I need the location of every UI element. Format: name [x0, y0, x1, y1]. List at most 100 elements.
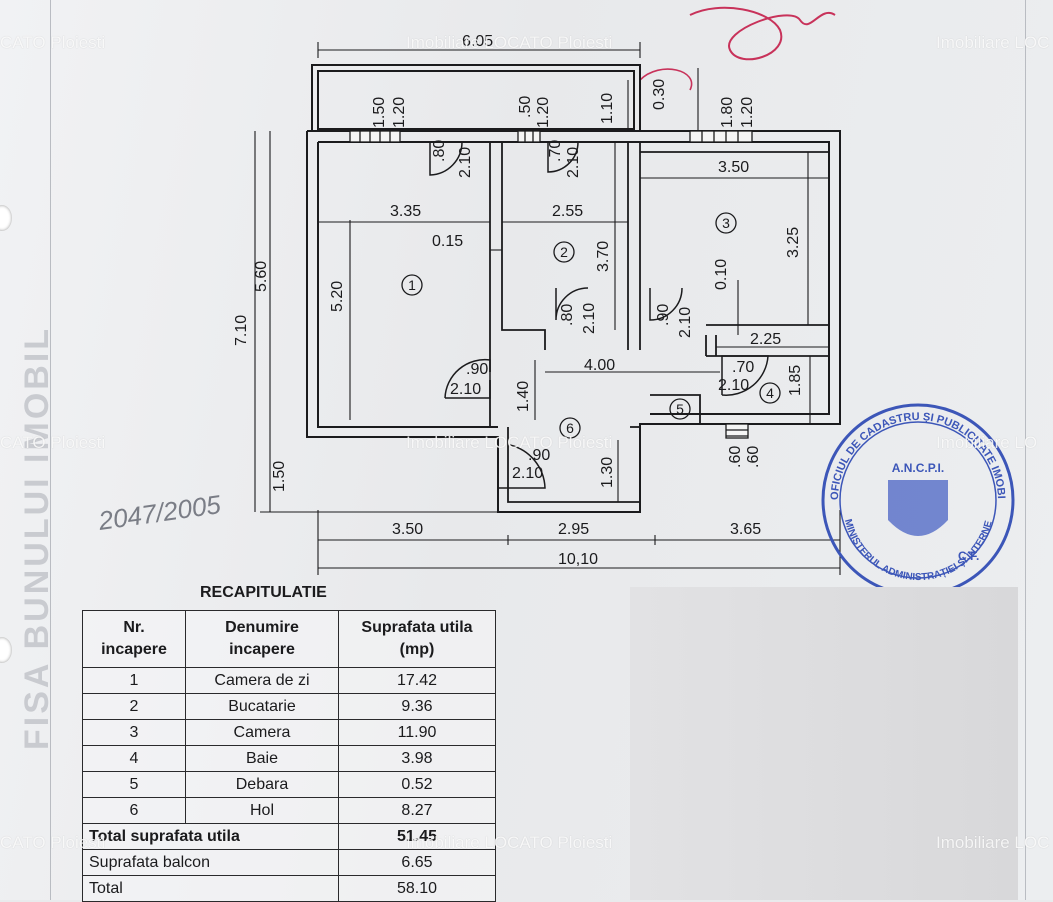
redacted-area — [630, 587, 1018, 900]
dim-door1-w: .80 — [431, 140, 448, 162]
room-area: 8.27 — [338, 797, 496, 824]
balcony-row: Suprafata balcon 6.65 — [82, 849, 496, 876]
watermark: Imobiliare LOC — [936, 33, 1050, 52]
dim-room2-w: 2.55 — [552, 203, 583, 220]
room-area: 9.36 — [338, 693, 496, 720]
door-swings — [429, 141, 769, 489]
side-label: FISA BUNULUI IMOBIL — [18, 326, 56, 750]
room-number-2: 2 — [560, 244, 568, 260]
stamp-cf-mark: C.F. — [958, 549, 979, 563]
dim-bottom-c: 3.65 — [730, 521, 761, 538]
total-row: Total suprafata utila 51.45 — [82, 823, 496, 850]
recap-header-row: Nr. incapere Denumire incapere Suprafata… — [82, 610, 496, 668]
windows — [349, 130, 753, 439]
dim-balcony-depth: 1.10 — [599, 93, 616, 124]
dim-hall-h2: 1.30 — [599, 457, 616, 488]
room-nr: 2 — [82, 693, 186, 720]
dim-wall-inner: 0.15 — [432, 233, 463, 250]
watermark: CATO Ploiesti — [0, 33, 106, 52]
room-nr: 3 — [82, 719, 186, 746]
watermark: CATO Ploiesti — [0, 433, 106, 452]
dim-door2-w: .70 — [547, 140, 564, 162]
room-name: Baie — [185, 745, 339, 772]
grand-total-row: Total 58.10 — [82, 875, 496, 902]
stamp-center-text: A.N.C.P.I. — [892, 461, 944, 475]
dim-door-r3-h: 2.10 — [677, 307, 694, 338]
dim-door-bath-h: 2.10 — [718, 377, 749, 394]
room-nr: 1 — [82, 667, 186, 694]
table-row: 3 Camera 11.90 — [82, 719, 496, 746]
dim-wall-01: 0.10 — [713, 259, 730, 290]
dim-door-left-h: 2.10 — [450, 381, 481, 398]
dim-door-bath-w: .70 — [732, 359, 754, 376]
total-label: Total suprafata utila — [82, 823, 339, 850]
balcony-value: 6.65 — [338, 849, 496, 876]
room-number-1: 1 — [408, 277, 416, 293]
table-row: 1 Camera de zi 17.42 — [82, 667, 496, 694]
room-area: 3.98 — [338, 745, 496, 772]
dim-door-r3-w: .90 — [655, 304, 672, 326]
header-room-name: Denumire incapere — [185, 610, 339, 668]
dim-room3-h: 3.25 — [785, 227, 802, 258]
dim-door-k-h: 2.10 — [581, 303, 598, 334]
dim-bottom-a: 3.50 — [392, 521, 423, 538]
room-name: Camera de zi — [185, 667, 339, 694]
page-edge-line — [1025, 0, 1026, 900]
recap-table: Nr. incapere Denumire incapere Suprafata… — [82, 610, 496, 902]
dim-room1-h: 5.20 — [329, 281, 346, 312]
dim-bath-w: 2.25 — [750, 331, 781, 348]
dim-entry-h: 2.10 — [512, 465, 543, 482]
room-number-4: 4 — [766, 385, 774, 401]
signature — [689, 6, 836, 61]
table-row: 4 Baie 3.98 — [82, 745, 496, 772]
room-area: 0.52 — [338, 771, 496, 798]
table-row: 6 Hol 8.27 — [82, 797, 496, 824]
dim-hall-w: 4.00 — [584, 357, 615, 374]
dim-balcony-window-h: 1.20 — [391, 97, 408, 128]
watermark: Imobiliare LOC — [936, 833, 1050, 852]
room-area: 11.90 — [338, 719, 496, 746]
room-number-5: 5 — [676, 401, 684, 417]
dim-hall-h1: 1.40 — [515, 381, 532, 412]
room-markers — [401, 212, 781, 439]
dim-wall-top: 0.30 — [651, 79, 668, 110]
room-nr: 6 — [82, 797, 186, 824]
dimension-labels: 6.05 1.50 1.20 .50 1.20 1.10 0.30 1.80 1… — [233, 33, 804, 568]
dim-left-lower: 1.50 — [271, 461, 288, 492]
watermark: Imobiliare LOCATO Ploiesti — [406, 33, 613, 52]
room-nr: 5 — [82, 771, 186, 798]
dim-room2-h: 3.70 — [595, 241, 612, 272]
room-numbers: 1 2 3 4 5 6 — [408, 215, 774, 436]
dim-window2-h: 1.20 — [535, 97, 552, 128]
dim-door-left-w: .90 — [466, 361, 488, 378]
dim-bottom-b: 2.95 — [558, 521, 589, 538]
dim-left-upper: 5.60 — [253, 261, 270, 292]
dim-bottom-total: 10,10 — [558, 551, 598, 568]
coat-of-arms — [888, 480, 948, 536]
page-margin-line — [50, 0, 51, 900]
dim-top-total: 6.05 — [462, 33, 493, 50]
room-nr: 4 — [82, 745, 186, 772]
header-room-number: Nr. incapere — [82, 610, 186, 668]
dim-window3-h: 1.20 — [739, 97, 756, 128]
room-name: Hol — [185, 797, 339, 824]
dim-window4-h: .60 — [745, 446, 762, 468]
room-name: Bucatarie — [185, 693, 339, 720]
dim-room1-w: 3.35 — [390, 203, 421, 220]
handwritten-number: 2047/2005 — [96, 489, 223, 536]
dim-entry-w: .90 — [528, 447, 550, 464]
grand-total-value: 58.10 — [338, 875, 496, 902]
room-name: Camera — [185, 719, 339, 746]
room-number-6: 6 — [566, 420, 574, 436]
dim-left-total: 7.10 — [233, 315, 250, 346]
dim-door2-h: 2.10 — [565, 147, 582, 178]
recap-title: RECAPITULATIE — [200, 584, 327, 601]
signature-stroke — [639, 68, 693, 91]
room-number-3: 3 — [722, 215, 730, 231]
stamp-outer-text: OFICIUL DE CADASTRU ȘI PUBLICITATE IMOBI… — [0, 0, 1007, 500]
dim-window4-w: .60 — [727, 446, 744, 468]
outer-walls — [306, 130, 841, 513]
table-row: 5 Debara 0.52 — [82, 771, 496, 798]
dim-door1-h: 2.10 — [457, 147, 474, 178]
